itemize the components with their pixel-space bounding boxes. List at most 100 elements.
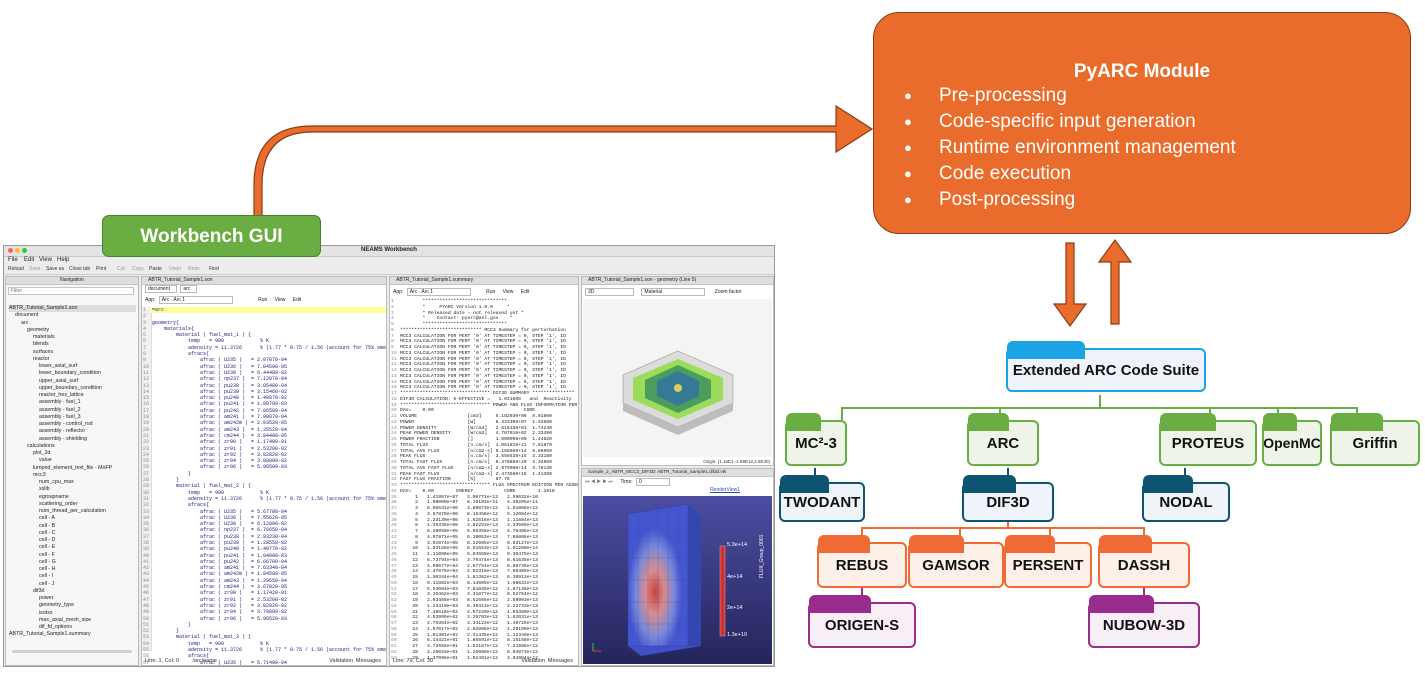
tree-item[interactable]: assembly - fuel_2 [39, 406, 81, 413]
tree-item[interactable]: lumped_element_text_file - MoFP [33, 464, 113, 471]
tree-item[interactable]: document [15, 312, 39, 319]
summary-messages-tab[interactable]: Messages [547, 658, 573, 664]
tree-item[interactable]: cell - B [39, 522, 56, 529]
geometry-color-selector[interactable]: Material [641, 288, 706, 296]
run-menu[interactable]: Run [258, 297, 268, 303]
tree-item[interactable]: cell - J [39, 580, 55, 587]
tree-item[interactable]: dif3d [33, 587, 45, 594]
tree-item[interactable]: cell - H [39, 566, 56, 572]
tree-item[interactable]: assembly - fuel_3 [39, 413, 81, 420]
editor-selector-document[interactable]: document [145, 285, 177, 293]
summary-app-selector[interactable]: Arc - Arc 1 [406, 288, 471, 296]
tree-item[interactable]: isotxs [39, 609, 53, 616]
tree-item[interactable]: dif_fd_options [39, 624, 72, 630]
tree-item[interactable]: assembly - control_rod [39, 421, 93, 427]
minimize-window-icon[interactable] [15, 248, 20, 253]
app-selector[interactable]: Arc - Arc 1 [158, 296, 233, 304]
tree-item[interactable]: cell - A [39, 515, 55, 522]
render-tab[interactable]: Sample_2_ABTR_MCC3_DIF3D: ABTR_Tutorial_… [582, 469, 773, 477]
tree-item[interactable]: xslib [39, 486, 50, 493]
navigation-filter-input[interactable] [8, 287, 134, 295]
tree-item[interactable]: cell - E [39, 544, 56, 551]
time-input[interactable]: 0 [636, 478, 671, 486]
tree-item[interactable]: geometry_type [39, 602, 75, 609]
tree-item[interactable]: surfaces [33, 348, 54, 355]
tree-item[interactable]: arc [21, 319, 29, 326]
tree-item[interactable]: ABTR_Tutorial_Sample1.son [9, 305, 136, 313]
tree-item[interactable]: cell - D [39, 537, 56, 543]
menu-file[interactable]: File [8, 257, 18, 263]
playback-controls-icon[interactable]: ⏮ ◀ ▶ ▶ ⏭ [585, 479, 613, 485]
navigation-scrollbar[interactable] [12, 650, 132, 653]
tree-item[interactable]: value [39, 457, 52, 464]
tree-item[interactable]: blends [33, 341, 49, 348]
tree-item[interactable]: upper_boundary_condition [39, 384, 102, 391]
render-viewport[interactable]: 5.3e+14 4e+14 2e+14 1.3e+10 FLUX_Group_0… [583, 496, 772, 664]
menu-edit[interactable]: Edit [24, 257, 35, 263]
tree-item[interactable]: upper_axial_surf [39, 377, 79, 384]
render-view-label[interactable]: RenderView1 [710, 487, 740, 493]
save-button[interactable]: Save [29, 266, 41, 272]
tree-item[interactable]: num_cpu_max [39, 479, 74, 485]
close-window-icon[interactable] [8, 248, 13, 253]
tree-item[interactable]: assembly - shielding [39, 435, 87, 442]
tree-item[interactable]: power [39, 595, 54, 601]
find-button[interactable]: Find [209, 266, 219, 272]
tree-item[interactable]: cell - C [39, 529, 56, 536]
tree-item[interactable]: lower_axial_surf [39, 363, 78, 369]
reload-button[interactable]: Reload [8, 266, 24, 272]
editor-selector-arc[interactable]: arc [180, 285, 198, 293]
undo-button[interactable]: Undo [169, 266, 181, 272]
paste-button[interactable]: Paste [149, 266, 162, 272]
tree-item[interactable]: cell - I [39, 573, 54, 580]
summary-view-menu[interactable]: View [502, 289, 514, 295]
redo-button[interactable]: Redo [188, 266, 200, 272]
summary-output[interactable]: 1 ******************************2 * PYAR… [391, 299, 578, 661]
tree-item[interactable]: assembly - reflector [39, 428, 86, 435]
maximize-window-icon[interactable] [22, 248, 27, 253]
summary-tab[interactable]: ABTR_Tutorial_Sample1.summary [390, 277, 578, 285]
tree-item[interactable]: cell - G [39, 558, 56, 565]
copy-button[interactable]: Copy [132, 266, 144, 272]
tree-item[interactable]: num_thread_per_calculation [39, 508, 106, 514]
tree-item[interactable]: calculations [27, 442, 55, 449]
summary-edit-menu[interactable]: Edit [520, 289, 530, 295]
tree-item[interactable]: scattering_order [39, 500, 78, 507]
tree-item[interactable]: max_axial_mesh_size [39, 616, 92, 623]
editor-tab[interactable]: ABTR_Tutorial_Sample1.son [142, 277, 386, 285]
print-button[interactable]: Print [96, 266, 107, 272]
suite-root-label: Extended ARC Code Suite [1012, 361, 1200, 379]
menu-help[interactable]: Help [57, 257, 70, 263]
summary-run-menu[interactable]: Run [486, 289, 496, 295]
cut-button[interactable]: Cut [117, 266, 125, 272]
tree-item[interactable]: reactor_hex_lattice [39, 392, 84, 398]
tree-item[interactable]: lower_boundary_condition [39, 370, 101, 377]
summary-line: 17******************************** DIF3D… [391, 391, 575, 396]
tree-item[interactable]: assembly - fuel_1 [39, 399, 81, 406]
view-menu[interactable]: View [274, 297, 286, 303]
tree-item[interactable]: cell - F [39, 551, 55, 558]
tree-item[interactable]: geometry [27, 326, 50, 333]
tree-item[interactable]: egroupname [39, 493, 69, 500]
geometry-viewport[interactable] [583, 299, 772, 457]
close-tab-button[interactable]: Close tab [69, 266, 91, 272]
summary-validation-tab[interactable]: Validation [521, 658, 545, 664]
validation-tab[interactable]: Validation [329, 658, 353, 664]
messages-tab[interactable]: Messages [355, 658, 381, 664]
tree-item[interactable]: reactor [33, 355, 50, 362]
geometry-tab[interactable]: ABTR_Tutorial_Sample1.son - geometry (Li… [582, 277, 773, 285]
edit-menu[interactable]: Edit [292, 297, 302, 303]
tree-item[interactable]: plot_2d [33, 450, 51, 456]
geometry-view-selector[interactable]: 3D [585, 288, 634, 296]
tree-item[interactable]: ABTR_Tutorial_Sample1.summary [9, 631, 91, 638]
tree-item[interactable]: mcc3 [33, 471, 46, 478]
geometry-zoom-label[interactable]: Zoom factor [714, 289, 742, 295]
node-nubow-3d: NUBOW-3D [1088, 595, 1200, 648]
menu-view[interactable]: View [39, 257, 52, 263]
tree-item[interactable]: materials [33, 334, 55, 340]
save-as-button[interactable]: Save as [46, 266, 65, 272]
